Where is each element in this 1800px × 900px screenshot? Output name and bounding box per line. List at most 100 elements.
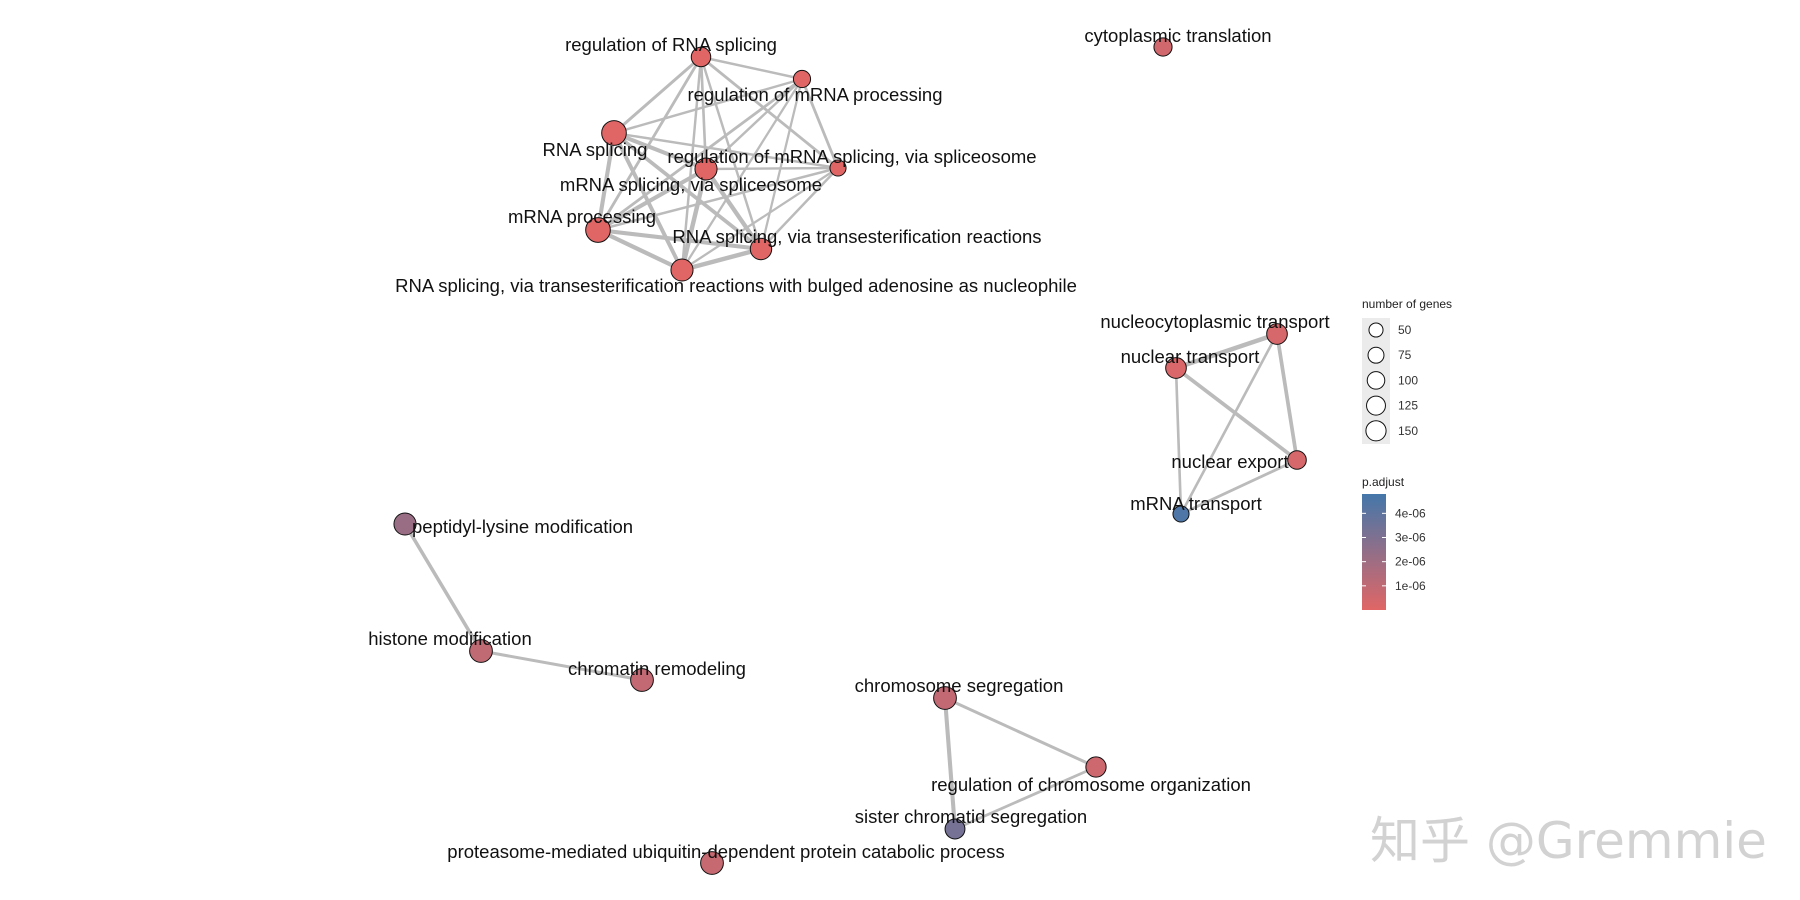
network-node[interactable] <box>829 159 847 177</box>
node-label: cytoplasmic translation <box>1084 25 1271 46</box>
network-edge <box>403 522 483 653</box>
node-label: nucleocytoplasmic transport <box>1100 311 1329 332</box>
network-edge <box>1174 366 1299 462</box>
node-label: RNA splicing, via transesterification re… <box>672 226 1041 247</box>
color-legend: p.adjust 4e-06 3e-06 2e-06 1e-06 <box>1362 475 1426 610</box>
network-edge <box>595 166 709 233</box>
node-label: regulation of chromosome organization <box>931 774 1251 795</box>
network-edge <box>1275 332 1299 462</box>
network-node[interactable] <box>601 120 627 146</box>
color-legend-tick-label: 1e-06 <box>1395 579 1426 593</box>
node-label: RNA splicing <box>543 139 648 160</box>
node-label: RNA splicing, via transesterification re… <box>395 275 1077 296</box>
network-edge <box>943 696 1098 769</box>
node-label: regulation of RNA splicing <box>565 34 777 55</box>
network-edge <box>1179 458 1299 516</box>
node-label: sister chromatid segregation <box>855 806 1087 827</box>
network-edge <box>704 77 804 171</box>
network-edge <box>942 695 958 832</box>
network-edge <box>679 246 764 273</box>
network-node[interactable] <box>690 46 712 68</box>
network-edge <box>595 130 617 233</box>
node-label: chromosome segregation <box>855 675 1064 696</box>
size-legend-label: 75 <box>1398 348 1412 362</box>
network-node[interactable] <box>630 668 654 692</box>
network-edge <box>703 166 764 252</box>
network-edges <box>403 55 1299 832</box>
network-node[interactable] <box>1153 37 1173 57</box>
network-edge <box>704 166 840 171</box>
network-node[interactable] <box>792 69 812 89</box>
size-legend-label: 125 <box>1398 399 1418 413</box>
size-legend-circle <box>1367 346 1385 364</box>
size-legend-items: 50 75 100 125 150 <box>1365 322 1418 442</box>
size-legend-title: number of genes <box>1362 297 1452 311</box>
network-node[interactable] <box>670 258 694 282</box>
size-legend-label: 150 <box>1398 424 1418 438</box>
color-legend-colorbar <box>1362 494 1386 610</box>
watermark-text: 知乎 @Gremmie <box>1370 812 1767 870</box>
network-edge <box>1179 332 1279 516</box>
node-label: mRNA transport <box>1130 493 1262 514</box>
node-label: peptidyl-lysine modification <box>412 516 633 537</box>
network-edge <box>1173 331 1280 371</box>
network-node[interactable] <box>749 237 773 261</box>
network-edge <box>699 55 763 251</box>
network-edge <box>699 55 840 170</box>
size-legend-label: 50 <box>1398 323 1412 337</box>
node-label: chromatin remodeling <box>568 658 746 679</box>
network-edge <box>680 166 840 272</box>
network-edge <box>596 55 703 232</box>
network-node[interactable] <box>469 639 493 663</box>
network-node[interactable] <box>1172 505 1190 523</box>
size-legend-circle <box>1365 420 1387 442</box>
network-edge <box>612 131 763 251</box>
color-legend-title: p.adjust <box>1362 475 1405 489</box>
size-legend-label: 100 <box>1398 373 1418 387</box>
node-label: histone modification <box>368 628 532 649</box>
network-node[interactable] <box>1085 756 1107 778</box>
size-legend-circle <box>1366 371 1386 390</box>
node-label: proteasome-mediated ubiquitin-dependent … <box>447 841 1004 862</box>
node-label: mRNA processing <box>508 206 656 227</box>
network-edge <box>680 77 804 272</box>
color-legend-tick-label: 4e-06 <box>1395 506 1426 520</box>
network-edge <box>1174 366 1183 516</box>
size-legend: number of genes 50 75 100 125 150 <box>1362 297 1452 444</box>
node-label: regulation of mRNA processing <box>687 84 942 105</box>
size-legend-circle <box>1366 395 1386 416</box>
network-node[interactable] <box>1165 357 1187 379</box>
network-node[interactable] <box>944 818 966 840</box>
network-edge <box>596 166 840 232</box>
network-edge <box>612 131 840 170</box>
network-node[interactable] <box>585 217 611 243</box>
network-edge <box>759 77 804 251</box>
network-node[interactable] <box>933 686 957 710</box>
color-legend-ticks: 4e-06 3e-06 2e-06 1e-06 <box>1362 506 1426 593</box>
network-edge <box>595 227 685 273</box>
network-nodes <box>393 37 1307 875</box>
network-edge <box>800 77 840 170</box>
network-edge <box>699 55 804 81</box>
network-node[interactable] <box>1266 323 1288 345</box>
network-edge <box>612 77 804 135</box>
network-node[interactable] <box>1287 450 1307 470</box>
node-label: mRNA splicing, via spliceosome <box>560 174 822 195</box>
network-edge <box>596 77 804 232</box>
network-node[interactable] <box>694 157 718 181</box>
network-edge <box>611 130 709 172</box>
network-edge <box>612 55 703 135</box>
network-node[interactable] <box>393 512 417 536</box>
network-node[interactable] <box>700 851 724 875</box>
network-edge <box>679 166 709 273</box>
color-legend-tick-label: 2e-06 <box>1395 555 1426 569</box>
network-edge <box>479 649 644 682</box>
network-edge <box>953 765 1098 831</box>
color-legend-tick-label: 3e-06 <box>1395 531 1426 545</box>
node-label: regulation of mRNA splicing, via spliceo… <box>667 146 1036 167</box>
network-node-labels: regulation of RNA splicing regulation of … <box>368 25 1329 862</box>
node-label: nuclear export <box>1171 451 1288 472</box>
node-label: nuclear transport <box>1121 346 1260 367</box>
size-legend-circle <box>1368 322 1384 338</box>
